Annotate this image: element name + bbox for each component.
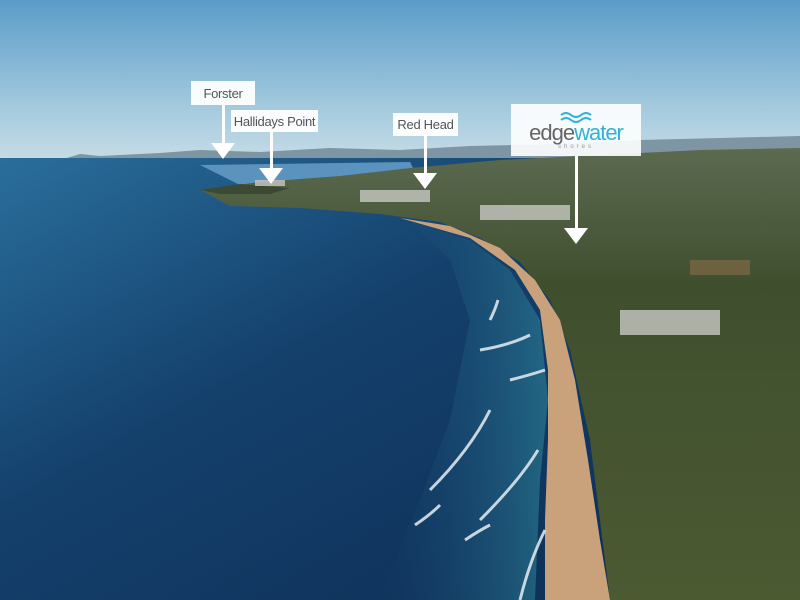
arrow-line-edgewater [575, 156, 578, 230]
arrow-down-icon [413, 173, 437, 189]
waves-icon [560, 111, 592, 123]
arrow-line-forster [222, 105, 225, 145]
logo-word-edge: edge [529, 119, 575, 145]
land [200, 148, 800, 600]
arrow-down-icon [564, 228, 588, 244]
logo-subtitle: shores [557, 143, 594, 150]
arrow-down-icon [259, 168, 283, 184]
marker-label-red-head: Red Head [393, 113, 458, 136]
marker-label-hallidays-point: Hallidays Point [231, 110, 318, 132]
marker-label-forster: Forster [191, 81, 255, 105]
beach [400, 218, 610, 600]
sky [0, 0, 800, 165]
logo-word-water: water [574, 119, 624, 145]
edgewater-shores-logo: edgewater shores [511, 104, 641, 156]
arrow-down-icon [211, 143, 235, 159]
logo-wordmark: edgewater [529, 119, 624, 145]
arrow-line-red-head [424, 136, 427, 176]
arrow-line-hallidays-point [270, 132, 273, 172]
